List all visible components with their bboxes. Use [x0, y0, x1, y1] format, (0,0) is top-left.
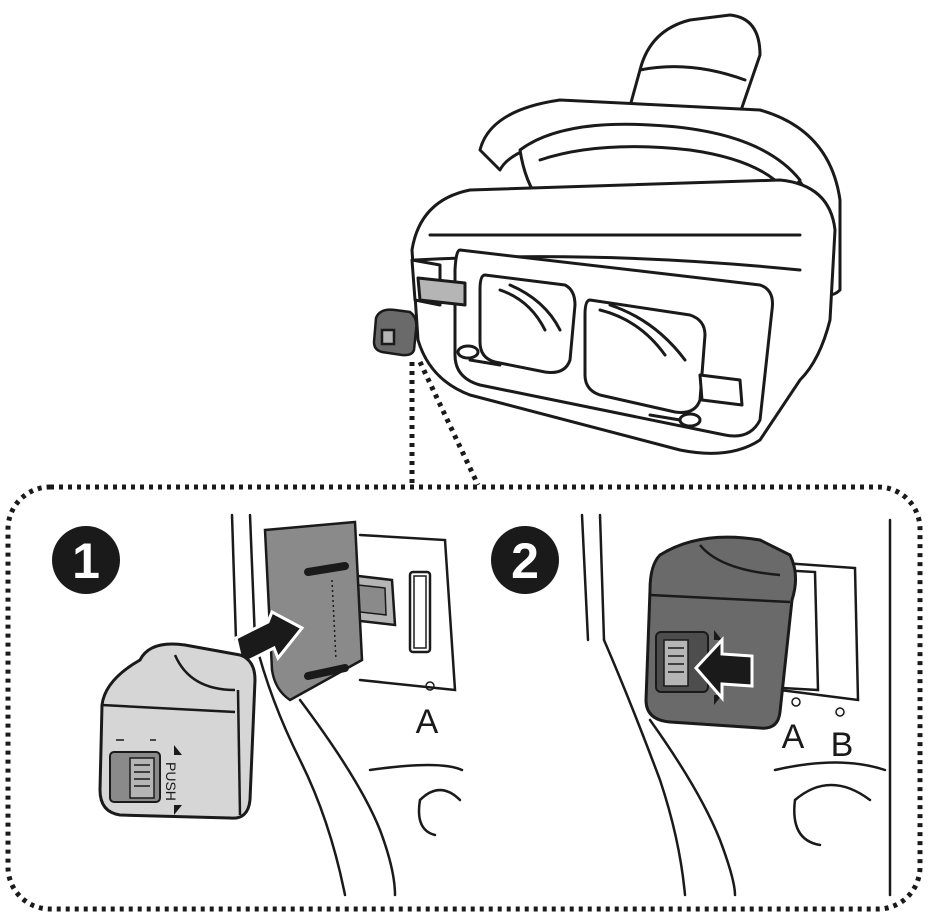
callout-box [5, 484, 923, 912]
step-number-label: 1 [72, 533, 100, 589]
step-number-badge: 2 [491, 526, 559, 594]
slot-label-a: A [782, 718, 805, 756]
cover-push-text: PUSH [163, 762, 179, 801]
step-number-badge: 1 [52, 526, 120, 594]
slide-arrow-icon [693, 636, 754, 703]
vr-headset-illustration [410, 13, 842, 455]
step2-panel: 2 A B [491, 513, 892, 897]
slot-label-a: A [416, 703, 439, 741]
step-number-label: 2 [511, 533, 539, 589]
usb-cover-icon [372, 308, 418, 357]
slot-label-b: B [831, 726, 854, 764]
step1-panel: 1 A PUSH [52, 513, 464, 897]
usb-cover-step2 [644, 535, 797, 730]
usb-cover-step1 [98, 642, 257, 820]
leader-lines [409, 360, 481, 487]
